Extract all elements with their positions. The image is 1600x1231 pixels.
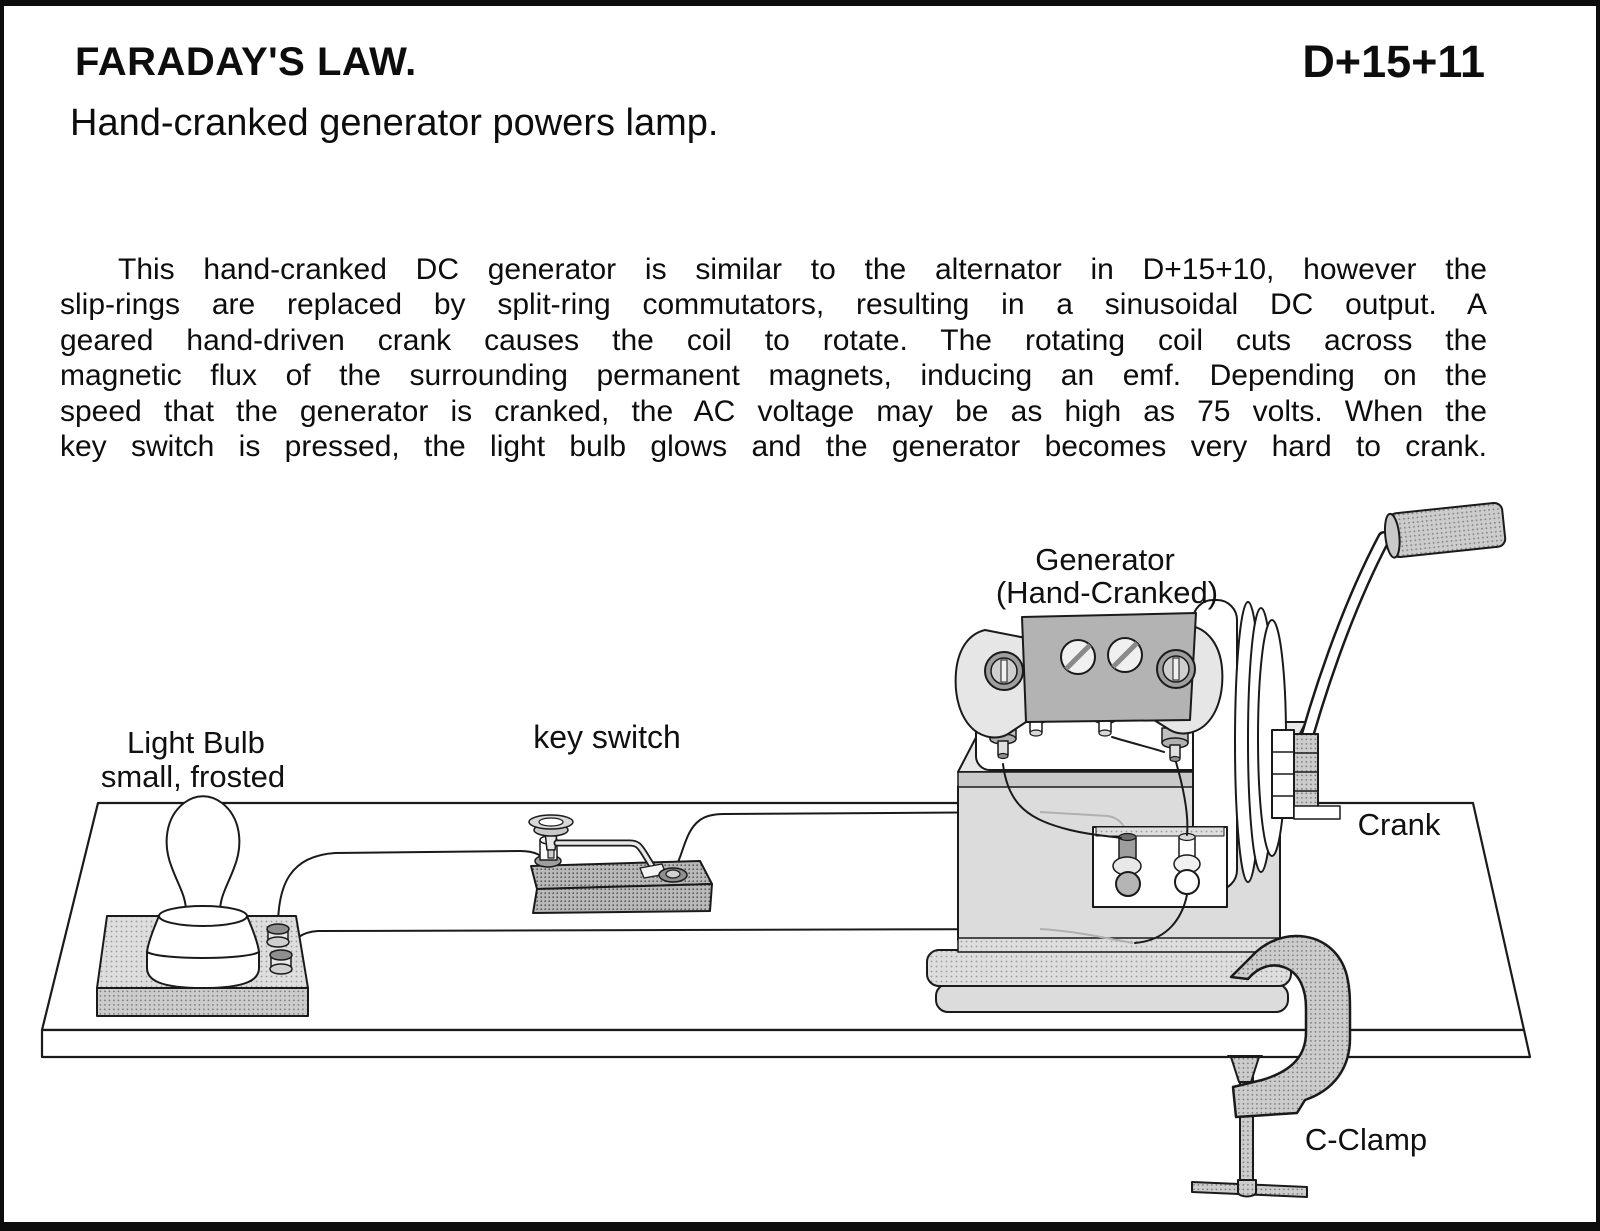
- crank-label: Crank: [1358, 807, 1441, 842]
- generator-base-upper: [926, 949, 1292, 987]
- generator-base-lower: [935, 983, 1289, 1013]
- panel-jack-left: [1112, 832, 1142, 897]
- bracket-screw-left: [984, 651, 1024, 691]
- clamp-screw-knob: [1237, 1179, 1257, 1198]
- generator-front-panel: [1092, 826, 1228, 908]
- magnet-screw-left: [1060, 639, 1096, 675]
- paragraph-line: key switch is pressed, the light bulb gl…: [60, 430, 1487, 464]
- bulb-socket: [146, 905, 260, 989]
- clamp-frame: [1229, 934, 1352, 1119]
- generator-gear-rack: [1271, 729, 1341, 820]
- bracket-screw-right: [1156, 649, 1196, 689]
- paragraph-line: slip-rings are replaced by split-ring co…: [60, 288, 1487, 322]
- generator-post-wires: [1002, 736, 1189, 944]
- generator-label-line1: Generator: [1035, 542, 1175, 577]
- crank-handle: [1383, 501, 1507, 559]
- light-bulb: [165, 795, 241, 917]
- c-clamp: [1191, 934, 1352, 1198]
- generator-magnet-assembly: [954, 612, 1224, 739]
- page-title: FARADAY'S LAW.: [75, 40, 417, 84]
- diagram-labels: Generator (Hand-Cranked) Light Bulb smal…: [101, 542, 1441, 1157]
- keyswitch-right-terminal: [639, 863, 688, 883]
- page-subtitle: Hand-cranked generator powers lamp.: [70, 102, 719, 144]
- c-clamp-label: C-Clamp: [1305, 1122, 1427, 1157]
- light-bulb-label-line1: Light Bulb: [127, 725, 265, 760]
- paragraph-line: magnetic flux of the surrounding permane…: [60, 359, 1487, 393]
- key-switch: [528, 814, 713, 914]
- generator-label-line2: (Hand-Cranked): [996, 575, 1218, 610]
- keyswitch-lever: [553, 839, 656, 870]
- paragraph-line: This hand-cranked DC generator is simila…: [118, 253, 1487, 286]
- paragraph-line: geared hand-driven crank causes the coil…: [60, 323, 1487, 357]
- generator: [926, 501, 1507, 1013]
- light-bulb-label-line2: small, frosted: [101, 759, 285, 794]
- key-plunger: [528, 814, 574, 859]
- description-paragraph: This hand-cranked DC generator is simila…: [60, 252, 1487, 464]
- magnet-block: [1021, 612, 1197, 723]
- magnet-screw-right: [1107, 637, 1143, 673]
- wire-keyswitch-to-generator: [675, 811, 1041, 868]
- bulb-binding-post-upper: [266, 923, 290, 948]
- demo-id: D+15+11: [1302, 36, 1485, 87]
- light-bulb-assembly: [96, 795, 309, 1017]
- key-switch-label: key switch: [533, 719, 681, 755]
- clamp-screw-pad: [1230, 1056, 1260, 1083]
- paragraph-line: speed that the generator is cranked, the…: [60, 394, 1487, 428]
- bulb-binding-post-lower: [269, 949, 293, 975]
